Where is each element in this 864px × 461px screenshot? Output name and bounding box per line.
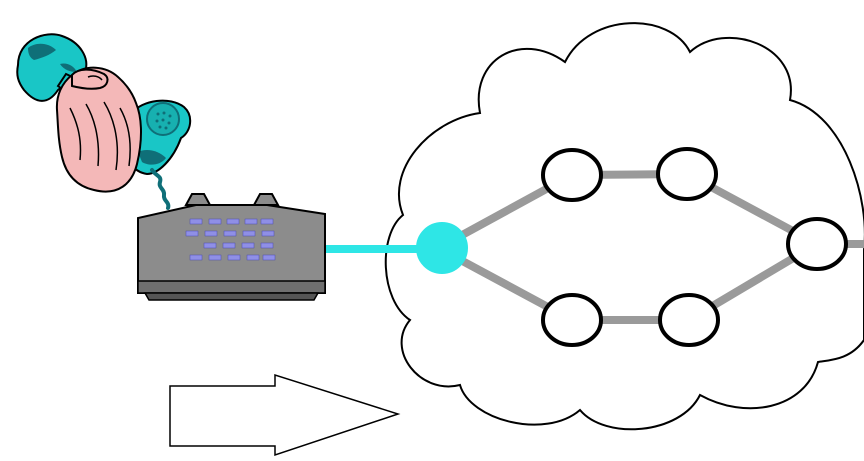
network-cloud-icon bbox=[384, 22, 864, 431]
desk-telephone-icon bbox=[137, 193, 326, 301]
node-top-right bbox=[656, 147, 718, 201]
right-arrow-icon bbox=[169, 373, 401, 457]
telephone-cord bbox=[150, 168, 171, 210]
node-top-left bbox=[541, 148, 603, 202]
access-node bbox=[416, 222, 468, 274]
node-right bbox=[786, 217, 848, 271]
node-bottom-right bbox=[658, 293, 720, 347]
node-bottom-left bbox=[541, 293, 603, 347]
hand-holding-handset-icon bbox=[16, 33, 192, 193]
network-nodes bbox=[416, 147, 848, 347]
